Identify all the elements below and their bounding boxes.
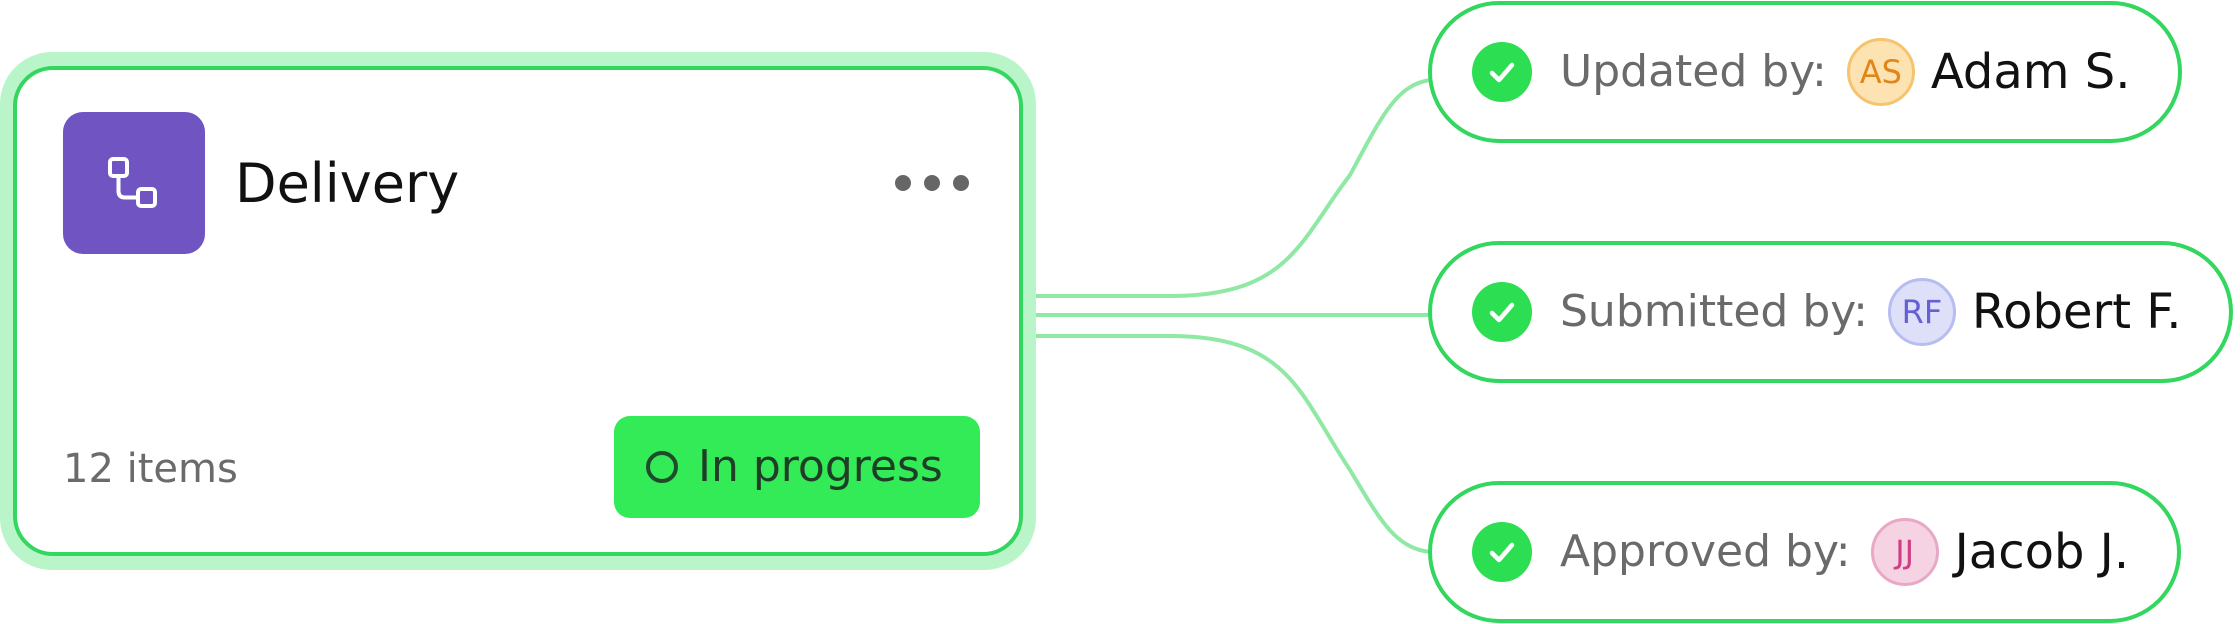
check-circle-icon (1472, 522, 1532, 582)
approval-label: Approved by: (1560, 526, 1851, 577)
status-badge[interactable]: In progress (614, 416, 980, 518)
approval-label: Submitted by: (1560, 286, 1868, 337)
connector-line-approved (1036, 334, 1431, 554)
person-name: Jacob J. (1954, 524, 2130, 580)
check-circle-icon (1472, 42, 1532, 102)
more-horizontal-icon (895, 175, 911, 191)
connector-line-updated (1036, 78, 1431, 298)
card-title: Delivery (235, 152, 460, 215)
item-count: 12 items (63, 446, 238, 492)
more-options-button[interactable] (877, 158, 987, 208)
avatar: RF (1887, 278, 1956, 346)
status-label: In progress (698, 441, 943, 492)
avatar: JJ (1870, 518, 1939, 586)
approval-pill-approved[interactable]: Approved by: JJ Jacob J. (1428, 481, 2182, 623)
delivery-card[interactable]: Delivery 12 items In progress (13, 66, 1023, 556)
circle-outline-icon (646, 451, 678, 483)
approval-pill-updated[interactable]: Updated by: AS Adam S. (1428, 1, 2183, 143)
workflow-icon (63, 112, 205, 254)
avatar: AS (1846, 38, 1915, 106)
approval-label: Updated by: (1560, 46, 1827, 97)
check-circle-icon (1472, 282, 1532, 342)
person-name: Robert F. (1971, 284, 2182, 340)
person-name: Adam S. (1930, 44, 2131, 100)
approval-pill-submitted[interactable]: Submitted by: RF Robert F. (1428, 241, 2234, 383)
